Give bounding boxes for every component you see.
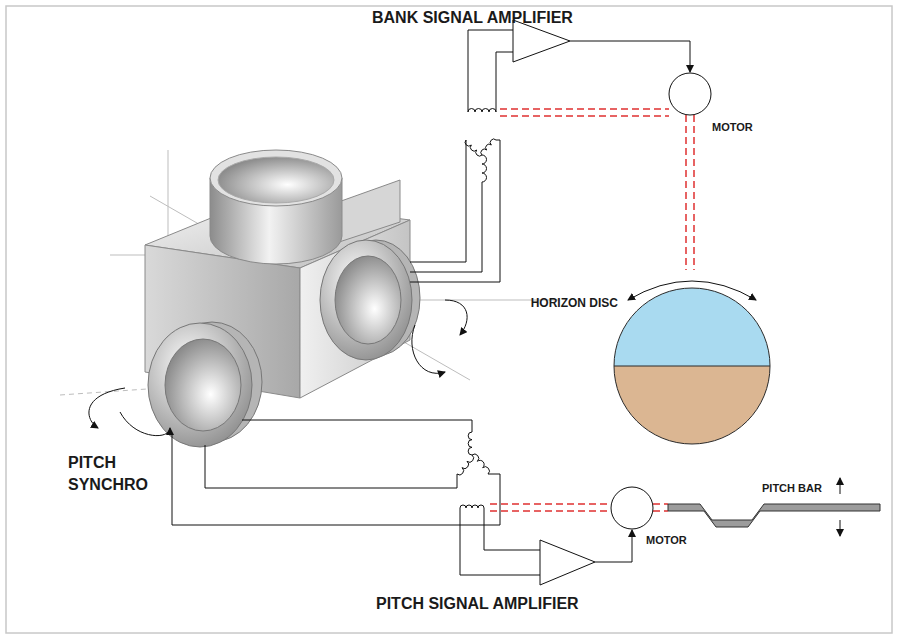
coil-winding	[468, 109, 496, 113]
rotation-arrows	[89, 300, 467, 436]
coil-winding	[457, 455, 474, 475]
coil-winding	[460, 505, 484, 508]
part-label: MOTOR	[712, 121, 753, 134]
axis-lines	[60, 150, 560, 420]
part-label: PITCH SIGNAL AMPLIFIER	[376, 594, 579, 613]
frame	[6, 6, 892, 633]
coil-winding	[481, 139, 496, 155]
pitch-gimbal-case	[148, 322, 262, 447]
bank-amplifier-symbol	[513, 20, 570, 62]
synchro-coils	[457, 109, 496, 509]
pitch-amplifier-symbol	[540, 540, 595, 585]
horizon-disc	[614, 281, 770, 444]
bank-gimbal-case	[320, 240, 420, 360]
part-label: BANK SIGNAL AMPLIFIER	[372, 8, 573, 27]
part-label: PITCH SYNCHRO	[68, 452, 164, 495]
bank-motor-symbol	[669, 73, 711, 115]
part-label: HORIZON DISC	[500, 296, 618, 310]
coil-winding	[468, 432, 472, 455]
part-label: MOTOR	[646, 534, 687, 547]
coil-winding	[482, 155, 487, 182]
pitch-bar	[668, 478, 880, 536]
synchro-wiring	[172, 30, 690, 575]
coil-winding	[472, 454, 489, 474]
pitch-motor-symbol	[611, 487, 653, 529]
part-label: PITCH BAR	[762, 482, 822, 495]
coil-winding	[465, 140, 482, 156]
